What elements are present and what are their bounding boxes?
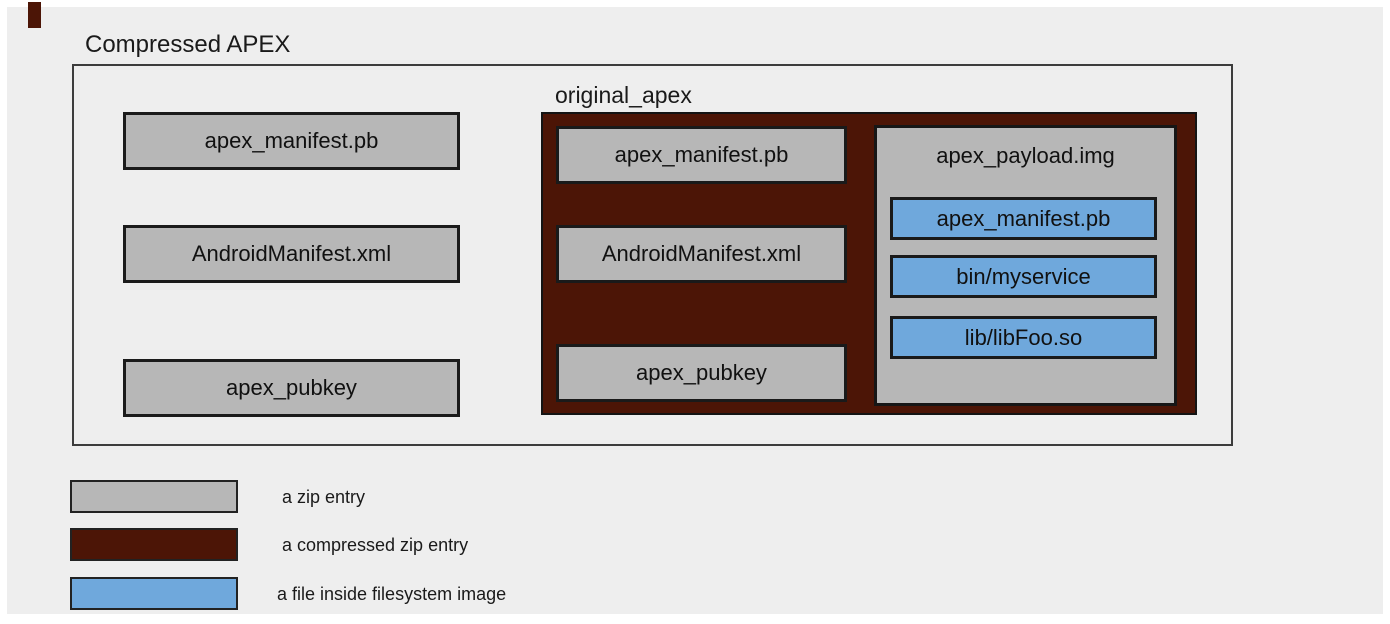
legend-swatch-zip-entry [70,480,238,513]
zip-entry-box: apex_manifest.pb [123,112,460,170]
legend-swatch-compressed-zip-entry [70,528,238,561]
zip-entry-box: apex_manifest.pb [556,126,847,184]
zip-entry-box: AndroidManifest.xml [556,225,847,283]
zip-entry-box: apex_pubkey [556,344,847,402]
filesystem-file-box: apex_manifest.pb [890,197,1157,240]
stray-compressed-fragment [28,2,41,28]
zip-entry-box: apex_pubkey [123,359,460,417]
original-apex-label: original_apex [555,82,692,108]
filesystem-file-box: lib/libFoo.so [890,316,1157,359]
compressed-apex-container [72,64,1233,446]
legend-label: a file inside filesystem image [277,584,507,604]
filesystem-file-box: bin/myservice [890,255,1157,298]
legend-label: a compressed zip entry [282,535,469,555]
zip-entry-box: AndroidManifest.xml [123,225,460,283]
apex-payload-label: apex_payload.img [936,143,1115,168]
legend-label: a zip entry [282,487,366,507]
diagram-title: Compressed APEX [85,31,291,58]
legend-swatch-filesystem-file [70,577,238,610]
